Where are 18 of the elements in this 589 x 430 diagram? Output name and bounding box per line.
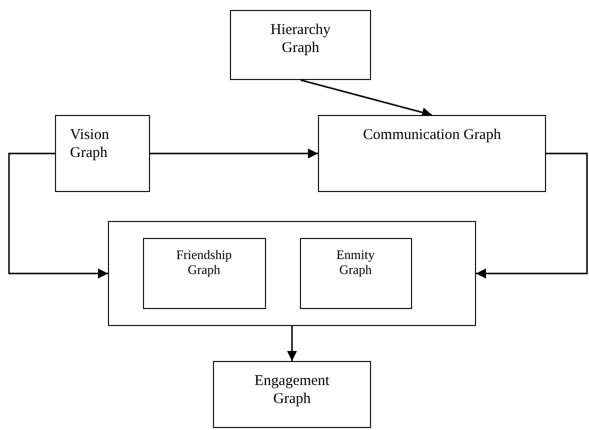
process-box (318, 115, 546, 192)
process-box (142, 238, 266, 308)
arrow (150, 148, 318, 158)
arrow (8, 152, 108, 278)
process-box (55, 115, 150, 192)
node-label: Friendship Graph (175, 246, 233, 278)
node-label: Enmity Graph (335, 246, 376, 278)
process-box (230, 10, 371, 80)
arrow (300, 79, 432, 118)
process-box (213, 361, 371, 428)
node-label: Communication Graph (363, 126, 501, 144)
arrow (476, 152, 588, 278)
node-label: Hierarchy Graph (270, 21, 332, 57)
process-box (300, 238, 412, 308)
arrow (287, 326, 297, 361)
node-label: Engagement Graph (254, 372, 330, 408)
group-box (108, 221, 476, 326)
node-label: Vision Graph (70, 126, 110, 162)
